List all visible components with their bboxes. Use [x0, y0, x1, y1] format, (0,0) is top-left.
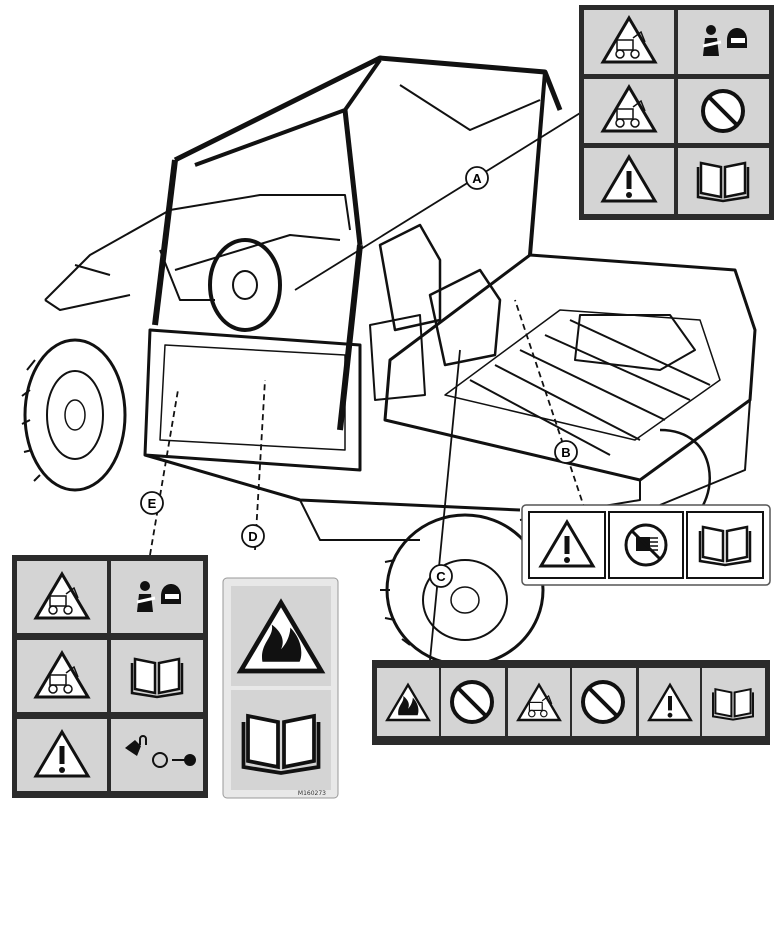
safety-label-c	[372, 660, 770, 745]
safety-label-a	[579, 5, 774, 220]
hot-surface-icon	[624, 523, 668, 567]
leader-d	[254, 379, 266, 551]
no-riders-icon	[701, 89, 745, 133]
callout-c: C	[429, 564, 453, 588]
leader-b	[514, 299, 586, 511]
callout-c-letter: C	[436, 569, 446, 584]
leader-a	[294, 109, 586, 291]
callout-d: D	[241, 524, 265, 548]
callout-a: A	[465, 166, 489, 190]
key-removal-icon	[125, 735, 196, 768]
leader-e	[149, 389, 179, 556]
safety-label-e	[12, 555, 208, 798]
safety-label-b	[521, 504, 771, 586]
leader-lines	[149, 109, 586, 661]
callout-a-letter: A	[472, 171, 482, 186]
callout-d-letter: D	[248, 529, 257, 544]
leader-c	[429, 349, 461, 661]
safety-label-d: M160273	[222, 577, 339, 799]
callout-b-letter: B	[561, 445, 570, 460]
callout-e-letter: E	[148, 496, 157, 511]
no-flame-icon	[450, 680, 494, 724]
callout-e: E	[140, 491, 164, 515]
callout-b: B	[554, 440, 578, 464]
utility-vehicle-illustration	[21, 55, 757, 667]
no-passengers-icon	[581, 680, 625, 724]
label-d-part-number: M160273	[298, 790, 326, 797]
